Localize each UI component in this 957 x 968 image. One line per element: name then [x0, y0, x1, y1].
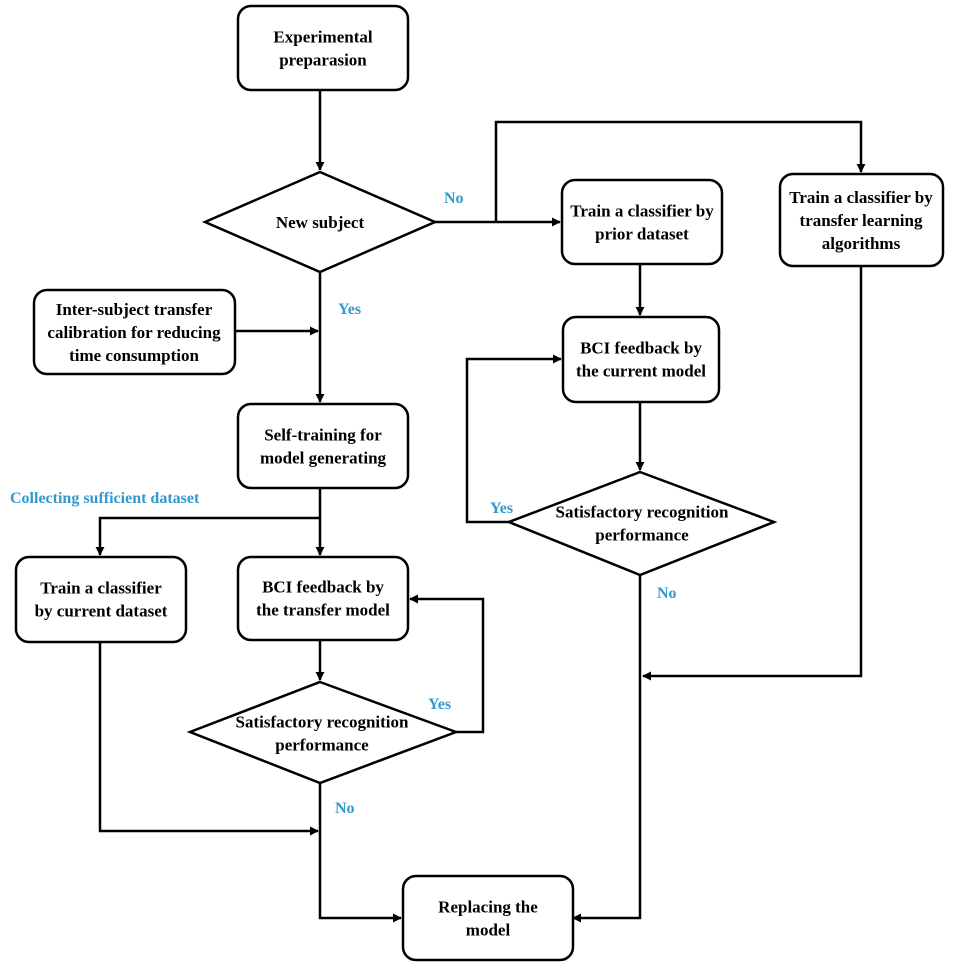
edge-satisfactory-right-yes-loop — [465, 354, 562, 524]
node-train-prior-dataset: Train a classifier by prior dataset — [560, 178, 724, 266]
node-train-transfer-learning: Train a classifier by transfer learning al… — [778, 172, 945, 268]
node-text-line: model generating — [260, 449, 387, 468]
node-self-training: Self-training for model generating — [236, 402, 410, 490]
node-text-line: BCI feedback by — [580, 339, 702, 358]
node-inter-subject-transfer-text: Inter-subject transfer calibration for re… — [47, 300, 221, 365]
node-satisfactory-left: Satisfactory recognition performance — [186, 680, 460, 785]
label-yes-right-loop: Yes — [490, 500, 513, 517]
label-collecting-sufficient-dataset: Collecting sufficient dataset — [10, 490, 200, 507]
node-bci-feedback-current-text: BCI feedback by the current model — [576, 339, 706, 381]
node-text-line: BCI feedback by — [262, 578, 384, 597]
node-satisfactory-left-text: Satisfactory recognition performance — [236, 713, 410, 755]
node-text-line: prior dataset — [595, 225, 689, 244]
label-no-new-subject: No — [444, 190, 464, 207]
label-yes-left-loop: Yes — [428, 696, 451, 713]
node-text-line: the transfer model — [256, 601, 390, 620]
node-text-line: by current dataset — [35, 602, 168, 621]
label-no-right: No — [657, 585, 677, 602]
node-text-line: Train a classifier by — [789, 188, 933, 207]
node-satisfactory-right: Satisfactory recognition performance — [505, 470, 778, 577]
edge-satisfactory-right-no-to-replacing — [572, 575, 642, 923]
edge-collecting-to-train-current — [95, 516, 320, 556]
node-text-line: time consumption — [69, 346, 199, 365]
node-experimental-preparation: Experimental preparasion — [236, 4, 410, 92]
node-train-current-dataset: Train a classifier by current dataset — [14, 555, 188, 644]
node-replacing-model-text: Replacing the model — [438, 898, 538, 940]
node-experimental-preparation-text: Experimental preparasion — [273, 28, 372, 70]
edge-train-transfer-to-merge — [642, 266, 863, 681]
node-text-line: Train a classifier — [40, 579, 162, 598]
node-text-line: performance — [595, 526, 689, 545]
node-text-line: calibration for reducing — [47, 323, 221, 342]
node-new-subject-text: New subject — [276, 213, 365, 232]
node-new-subject: New subject — [201, 170, 439, 274]
node-replacing-model: Replacing the model — [401, 874, 575, 962]
node-bci-feedback-current: BCI feedback by the current model — [561, 315, 721, 404]
node-train-prior-dataset-text: Train a classifier by prior dataset — [570, 202, 714, 244]
edge-no-branch-to-train-transfer — [494, 120, 866, 222]
label-no-left: No — [335, 800, 355, 817]
node-text-line: preparasion — [279, 51, 367, 70]
node-text-line: Train a classifier by — [570, 202, 714, 221]
node-bci-feedback-transfer-text: BCI feedback by the transfer model — [256, 578, 390, 620]
node-bci-feedback-transfer: BCI feedback by the transfer model — [236, 555, 410, 642]
node-text-line: transfer learning — [800, 211, 923, 230]
node-inter-subject-transfer: Inter-subject transfer calibration for re… — [32, 288, 237, 376]
node-text-line: Replacing the — [438, 898, 538, 917]
node-text-line: Satisfactory recognition — [556, 503, 730, 522]
node-train-current-dataset-text: Train a classifier by current dataset — [35, 579, 168, 621]
node-text-line: performance — [275, 736, 369, 755]
node-text-line: Satisfactory recognition — [236, 713, 410, 732]
edge-satisfactory-left-no-to-replacing — [318, 783, 402, 923]
node-text-line: Self-training for — [264, 426, 382, 445]
edge-satisfactory-left-yes-loop — [409, 594, 485, 734]
edge-train-current-to-merge — [98, 642, 319, 836]
node-text-line: model — [466, 921, 511, 940]
node-text-line: algorithms — [822, 234, 901, 253]
node-self-training-text: Self-training for model generating — [260, 426, 387, 468]
node-text-line: New subject — [276, 213, 365, 232]
node-text-line: Inter-subject transfer — [56, 300, 213, 319]
label-yes-new-subject: Yes — [338, 301, 361, 318]
node-satisfactory-right-text: Satisfactory recognition performance — [556, 503, 730, 545]
node-text-line: the current model — [576, 362, 706, 381]
node-train-transfer-learning-text: Train a classifier by transfer learning al… — [789, 188, 933, 253]
node-text-line: Experimental — [273, 28, 372, 47]
